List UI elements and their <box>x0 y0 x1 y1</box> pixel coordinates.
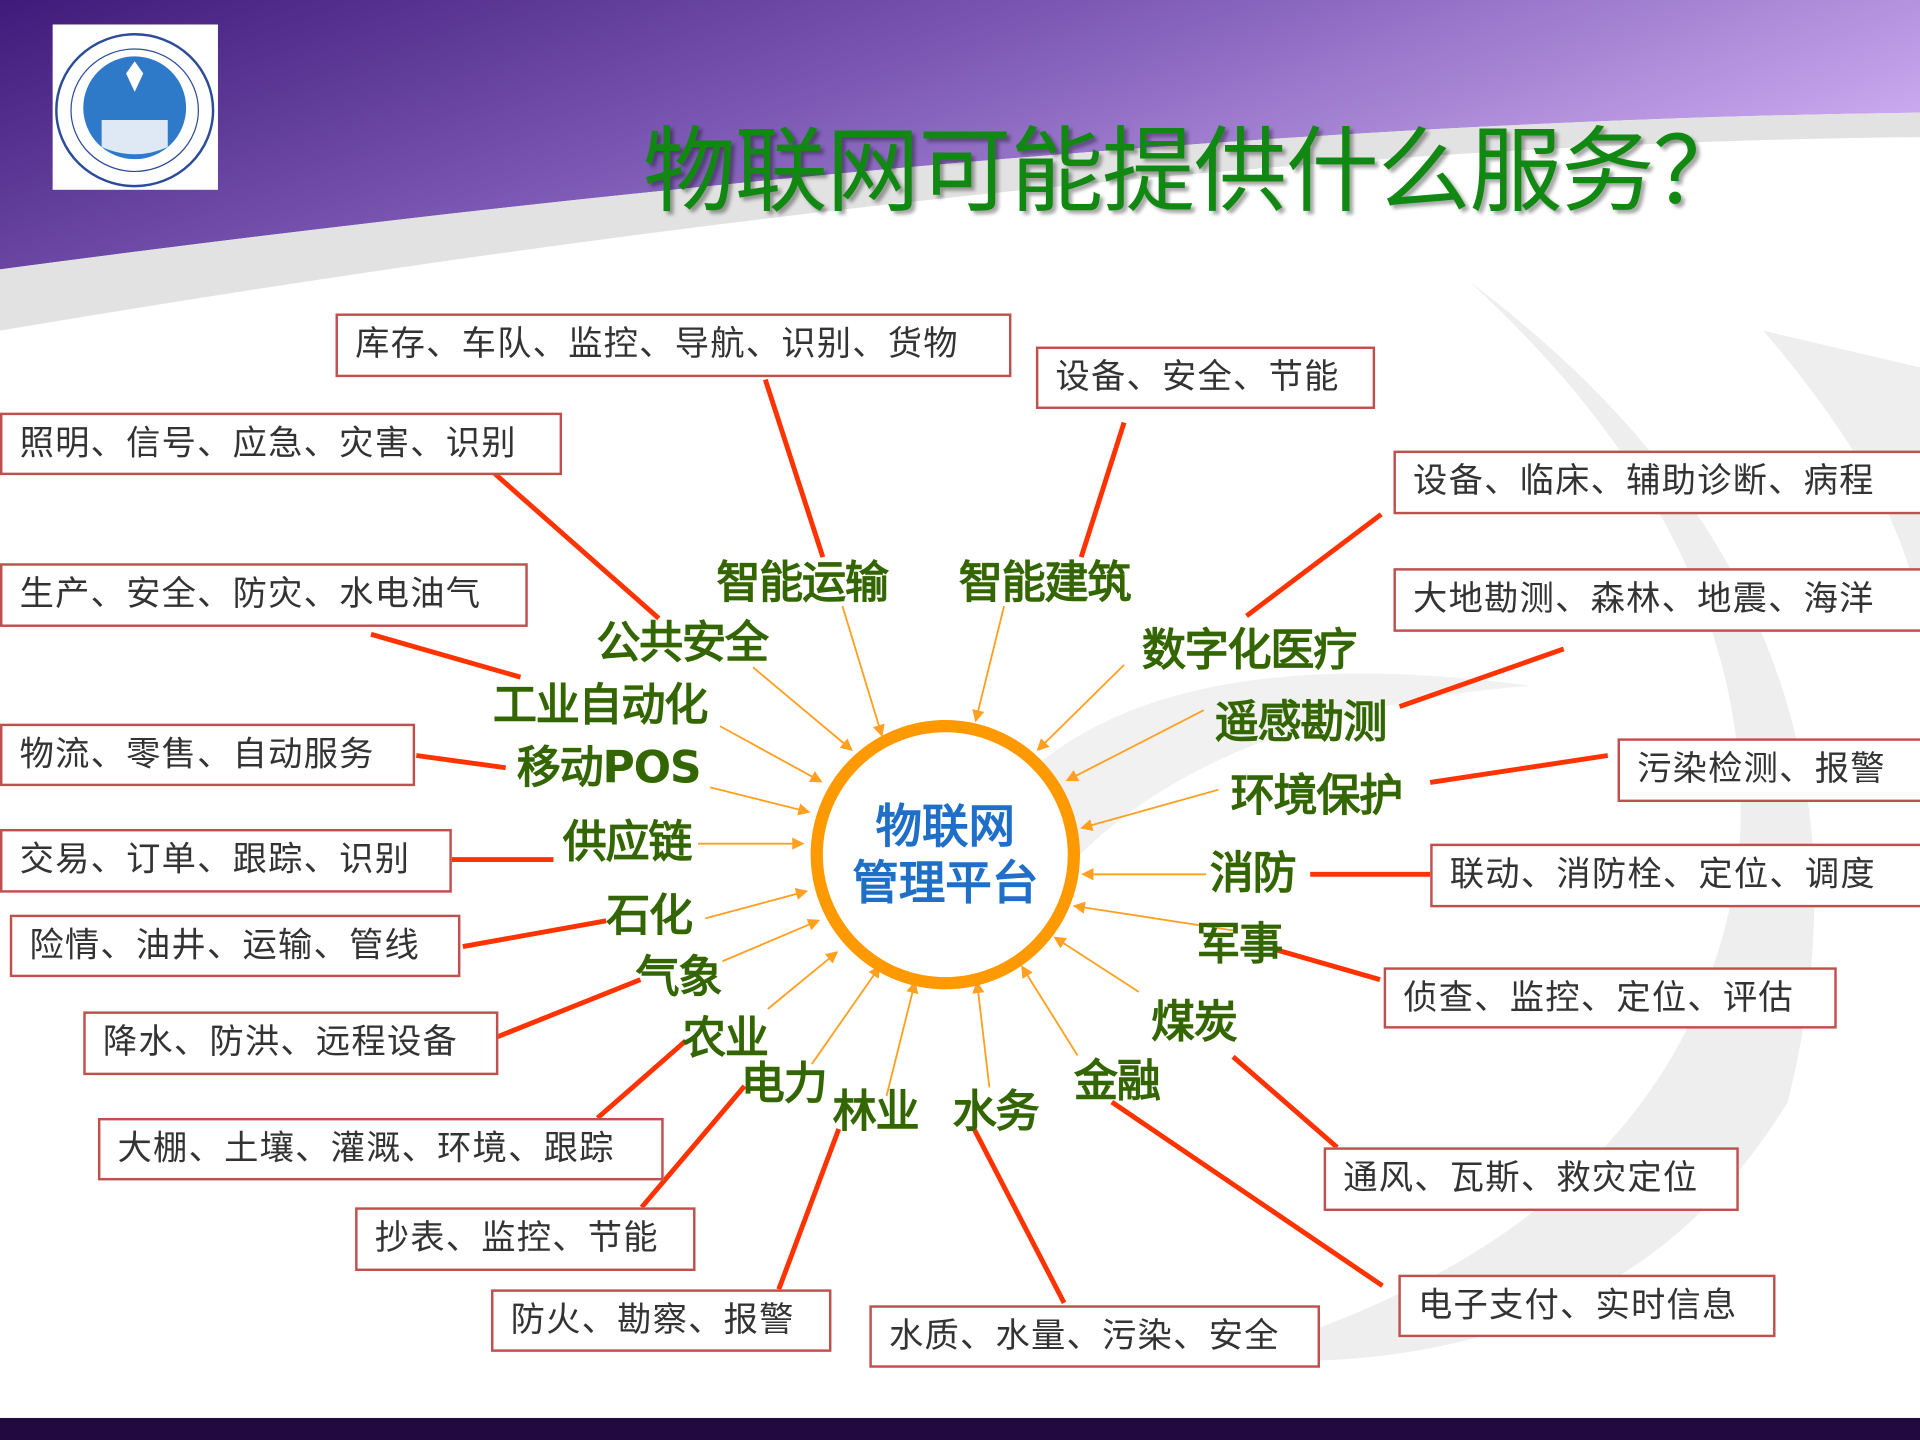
category-label: 军事 <box>1196 919 1283 970</box>
hub-arrow-line <box>972 605 1005 723</box>
service-connector-line <box>1110 1100 1384 1288</box>
service-connector-line <box>370 631 522 680</box>
hub-arrow-line <box>885 980 919 1097</box>
category-label: 水务 <box>952 1087 1040 1138</box>
service-connector-line <box>1272 946 1381 982</box>
service-box: 物流、零售、自动服务 <box>0 723 416 787</box>
category-label: 电力 <box>740 1059 828 1110</box>
service-box: 降水、防洪、远程设备 <box>83 1011 499 1076</box>
service-box: 设备、安全、节能 <box>1035 346 1376 409</box>
category-label: 气象 <box>635 952 723 1003</box>
category-label: 工业自动化 <box>492 680 709 732</box>
hub-arrow-line <box>722 918 821 963</box>
service-box: 交易、订单、跟踪、识别 <box>0 828 452 893</box>
service-box: 大棚、土壤、灌溉、环境、跟踪 <box>97 1117 664 1181</box>
service-connector-line <box>762 378 826 558</box>
hub-arrow-line <box>705 888 809 920</box>
service-box: 通风、瓦斯、救灾定位 <box>1323 1147 1739 1212</box>
service-box: 设备、临床、辅助诊断、病程 <box>1393 450 1920 515</box>
service-connector-line <box>1429 753 1609 785</box>
service-connector-line <box>1398 646 1565 709</box>
service-connector-line <box>972 1129 1067 1304</box>
category-label: 智能建筑 <box>958 558 1132 609</box>
service-box: 侦查、监控、定位、评估 <box>1383 967 1837 1029</box>
category-label: 农业 <box>682 1013 769 1065</box>
category-label: 金融 <box>1073 1056 1161 1107</box>
category-label: 煤炭 <box>1151 997 1238 1049</box>
service-box: 电子支付、实时信息 <box>1398 1274 1776 1338</box>
hub-arrow-line <box>811 965 881 1065</box>
service-connector-line <box>595 1038 688 1120</box>
hub-arrow-line <box>1080 788 1219 832</box>
service-connector-line <box>415 753 507 771</box>
university-logo <box>52 24 218 190</box>
service-box: 抄表、监控、节能 <box>355 1207 696 1272</box>
category-label: 公共安全 <box>596 618 769 669</box>
hub-arrow-line <box>972 980 991 1088</box>
service-box: 照明、信号、应急、灾害、识别 <box>0 412 563 476</box>
service-connector-line <box>1078 421 1127 558</box>
category-label: 数字化医疗 <box>1141 625 1358 676</box>
slide-title: 物联网可能提供什么服务？ <box>642 116 1746 226</box>
service-connector-line <box>1245 512 1383 618</box>
service-box: 水质、水量、污染、安全 <box>869 1305 1321 1368</box>
hub-arrow-line <box>752 666 853 751</box>
service-connector-line <box>492 977 642 1041</box>
service-box: 生产、安全、防灾、水电油气 <box>0 563 528 627</box>
hub-label-line2: 管理平台 <box>852 855 1039 910</box>
hub-label-line1: 物联网 <box>875 799 1016 854</box>
category-label: 石化 <box>606 891 693 942</box>
category-label: 遥感勘测 <box>1214 697 1388 749</box>
service-box: 联动、消防栓、定位、调度 <box>1430 843 1920 908</box>
hub-arrow-line <box>1021 965 1079 1056</box>
hub-arrow-line <box>767 951 839 1010</box>
service-connector-line <box>490 469 661 621</box>
service-box: 库存、车队、监控、导航、识别、货物 <box>335 313 1012 378</box>
category-label: 消防 <box>1209 848 1297 899</box>
service-box: 大地勘测、森林、地震、海洋 <box>1393 568 1920 632</box>
hub-arrow-line <box>709 786 811 816</box>
service-box: 险情、油井、运输、管线 <box>9 914 461 978</box>
hub-arrow-line <box>719 725 823 783</box>
category-label: 环境保护 <box>1230 771 1404 822</box>
service-box: 污染检测、报警 <box>1617 738 1920 803</box>
iot-management-platform-hub: 物联网 管理平台 <box>810 720 1081 990</box>
service-connector-line <box>776 1128 842 1291</box>
hub-arrow-line <box>1065 709 1205 782</box>
category-label: 供应链 <box>562 817 693 869</box>
hub-arrow-line <box>1053 936 1140 993</box>
service-box: 防火、勘察、报警 <box>491 1289 832 1352</box>
hub-arrow-line <box>1072 901 1235 932</box>
service-connector-line <box>1231 1054 1339 1150</box>
category-label: 智能运输 <box>716 558 889 609</box>
category-label: 林业 <box>832 1087 920 1138</box>
footer-band <box>0 1417 1920 1440</box>
hub-arrow-line <box>841 605 885 738</box>
service-connector-line <box>639 1084 747 1209</box>
category-label: 移动POS <box>516 743 702 794</box>
service-connector-line <box>462 918 607 949</box>
hub-arrow-line <box>1036 664 1125 752</box>
